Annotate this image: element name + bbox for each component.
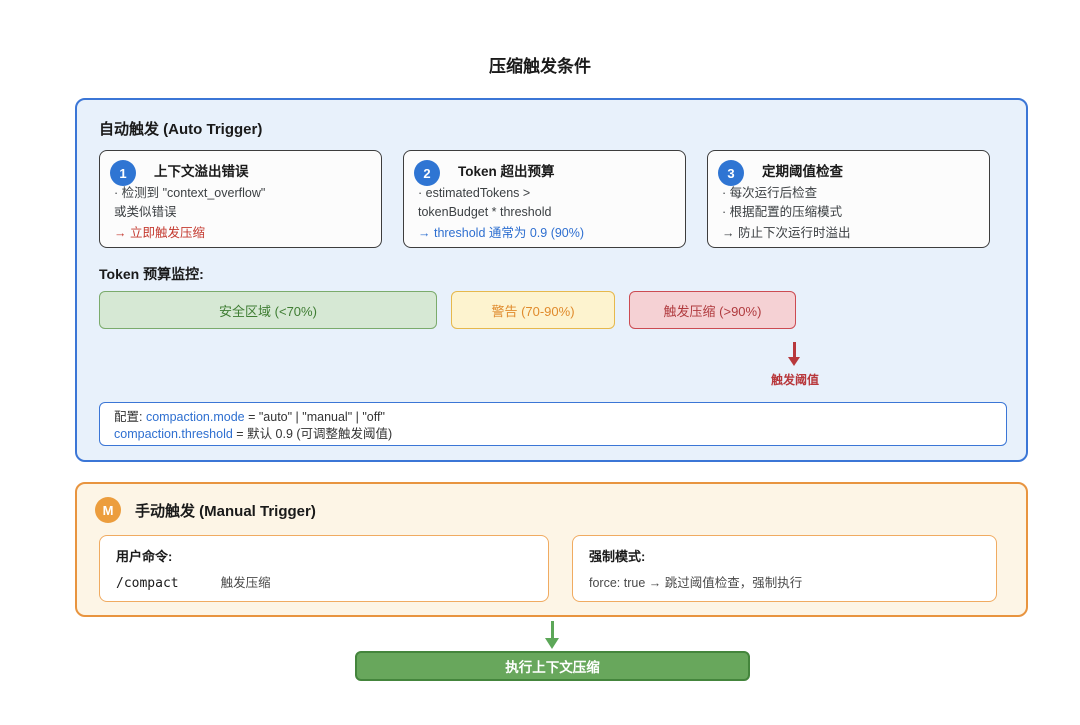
auto-trigger-cards-row: 1 上下文溢出错误 · 检测到 "context_overflow" 或类似错误…: [99, 150, 990, 248]
zone-warning: 警告 (70-90%): [451, 291, 615, 329]
config-line-2: compaction.threshold = 默认 0.9 (可调整触发阈值): [114, 426, 992, 443]
zone-trigger-compaction: 触发压缩 (>90%): [629, 291, 796, 329]
trigger-card-periodic-check: 3 定期阈值检查 · 每次运行后检查 · 根据配置的压缩模式 → 防止下次运行时…: [707, 150, 990, 248]
config-line-1: 配置: compaction.mode = "auto" | "manual" …: [114, 409, 992, 426]
step-1-badge: 1: [110, 160, 136, 186]
user-command-body: /compact 触发压缩: [116, 572, 532, 591]
trigger-card-line: · 根据配置的压缩模式: [722, 204, 843, 219]
config-value-threshold: = 默认 0.9 (可调整触发阈值): [232, 426, 393, 441]
manual-badge: M: [95, 497, 121, 523]
trigger-card-result: → threshold 通常为 0.9 (90%): [418, 225, 585, 240]
compact-command-desc: 触发压缩: [220, 576, 271, 590]
trigger-card-line: · 检测到 "context_overflow": [114, 186, 266, 200]
auto-trigger-section: 自动触发 (Auto Trigger) 1 上下文溢出错误 · 检测到 "con…: [75, 98, 1028, 462]
step-2-badge: 2: [414, 160, 440, 186]
trigger-card-context-overflow: 1 上下文溢出错误 · 检测到 "context_overflow" 或类似错误…: [99, 150, 382, 248]
zone-safe: 安全区域 (<70%): [99, 291, 437, 329]
trigger-card-line: · 每次运行后检查: [722, 186, 818, 200]
user-command-card: 用户命令: /compact 触发压缩: [99, 535, 549, 602]
config-key-mode: compaction.mode: [145, 410, 245, 424]
flow-down-arrow-icon: [551, 621, 554, 638]
force-mode-title: 强制模式:: [589, 549, 646, 564]
trigger-card-line: 或类似错误: [114, 204, 177, 219]
trigger-card-result: → 防止下次运行时溢出: [722, 225, 851, 240]
trigger-card-title: 上下文溢出错误: [154, 164, 249, 179]
threshold-arrow-icon: [793, 342, 796, 357]
trigger-card-title: Token 超出预算: [458, 164, 555, 179]
page-title: 压缩触发条件: [489, 57, 591, 76]
trigger-card-line: tokenBudget * threshold: [418, 204, 552, 219]
execute-compaction-button[interactable]: 执行上下文压缩: [355, 651, 750, 681]
threshold-arrow-icon: [788, 357, 800, 366]
config-value-mode: = "auto" | "manual" | "off": [244, 410, 385, 424]
trigger-card-line: · estimatedTokens >: [418, 186, 531, 200]
config-prefix: 配置:: [114, 410, 146, 424]
compact-command: /compact: [116, 576, 179, 591]
token-budget-zones: 安全区域 (<70%) 警告 (70-90%) 触发压缩 (>90%): [99, 291, 796, 329]
threshold-label: 触发阈值: [770, 373, 819, 387]
token-budget-monitor-label: Token 预算监控:: [99, 266, 204, 282]
user-command-title: 用户命令:: [116, 549, 173, 564]
flow-down-arrow-icon: [545, 638, 559, 649]
trigger-card-result: → 立即触发压缩: [114, 225, 205, 240]
force-mode-desc: force: true → 跳过阈值检查，强制执行: [589, 576, 803, 590]
config-key-threshold: compaction.threshold: [114, 426, 233, 441]
trigger-card-token-budget: 2 Token 超出预算 · estimatedTokens > tokenBu…: [403, 150, 686, 248]
config-code-box: 配置: compaction.mode = "auto" | "manual" …: [99, 402, 1007, 446]
manual-trigger-header: M 手动触发 (Manual Trigger): [95, 497, 316, 523]
step-3-badge: 3: [718, 160, 744, 186]
trigger-card-title: 定期阈值检查: [762, 164, 843, 179]
auto-trigger-title: 自动触发 (Auto Trigger): [99, 121, 263, 138]
manual-trigger-section: M 手动触发 (Manual Trigger) 用户命令: /compact 触发…: [75, 482, 1028, 617]
manual-trigger-title: 手动触发 (Manual Trigger): [135, 502, 316, 520]
force-mode-card: 强制模式: force: true → 跳过阈值检查，强制执行: [572, 535, 997, 602]
